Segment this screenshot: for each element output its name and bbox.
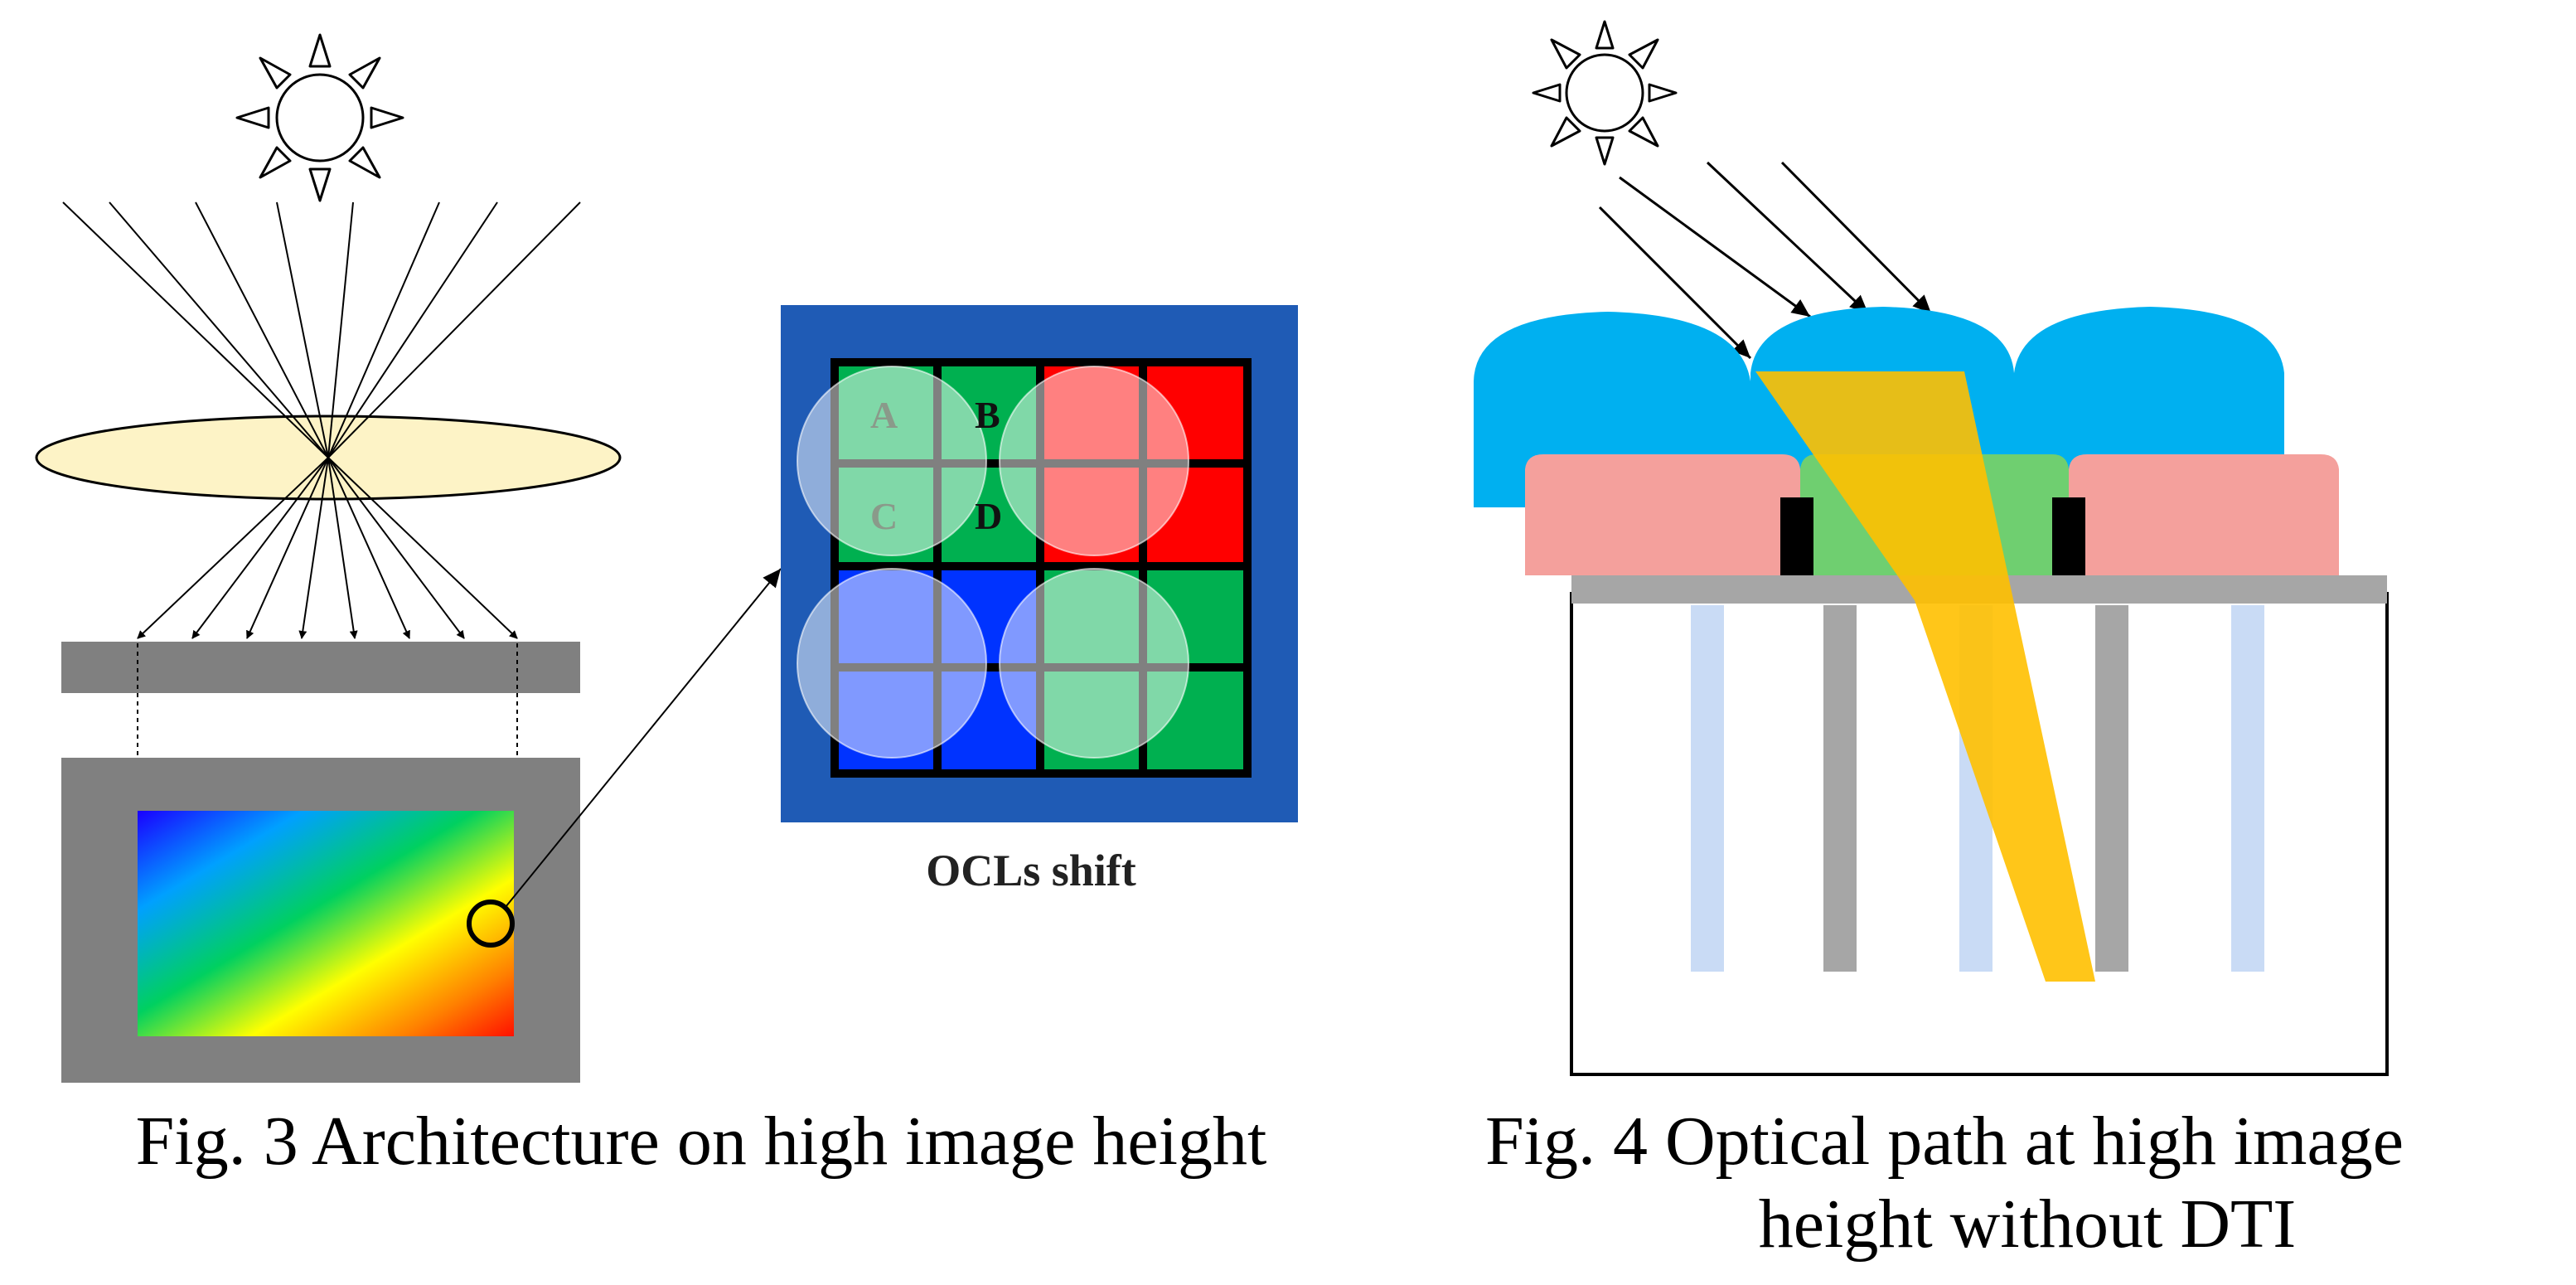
sensor-image [138, 811, 514, 1036]
cell-label-A: A [870, 394, 898, 436]
zoom-arrow [505, 568, 782, 908]
metal-block [2052, 497, 2085, 575]
metal-block [1780, 497, 1813, 575]
fig3-caption: Fig. 3 Architecture on high image height [136, 1103, 1267, 1180]
sun-icon [1532, 20, 1678, 166]
high-image-height-marker [467, 900, 515, 948]
color-filter-red [2069, 454, 2339, 575]
color-filter-red [1525, 454, 1800, 575]
isolation-column [2095, 605, 2128, 972]
incoming-rays [62, 201, 581, 458]
outgoing-rays [137, 457, 518, 639]
ocl-circle [797, 366, 987, 556]
cover-plate [61, 642, 580, 693]
fig3-diagram: A B C D OCLs shift Fig. 3 Architecture o… [35, 33, 1298, 1180]
sun-icon [235, 33, 404, 202]
grid-title: OCLs shift [926, 846, 1136, 895]
ocl-circle [999, 366, 1189, 556]
cell-label-D: D [975, 495, 1002, 537]
ocl-circle [999, 568, 1189, 759]
pixel-grid: A B C D [781, 305, 1298, 822]
fig4-caption-line2: height without DTI [1759, 1186, 2297, 1263]
cell-label-C: C [870, 495, 898, 537]
ocl-circles [797, 366, 1189, 759]
fig4-diagram: Fig. 4 Optical path at high image height… [1474, 20, 2404, 1263]
fig4-caption-line1: Fig. 4 Optical path at high image [1485, 1103, 2404, 1180]
incident-rays [1598, 161, 1933, 360]
isolation-column [1823, 605, 1857, 972]
pixel-structures [1691, 605, 2264, 972]
cell-label-B: B [975, 394, 1000, 436]
photodiode-column [1691, 605, 1724, 972]
photodiode-column [2231, 605, 2264, 972]
light-path [1755, 371, 2095, 982]
ocl-circle [797, 568, 987, 759]
